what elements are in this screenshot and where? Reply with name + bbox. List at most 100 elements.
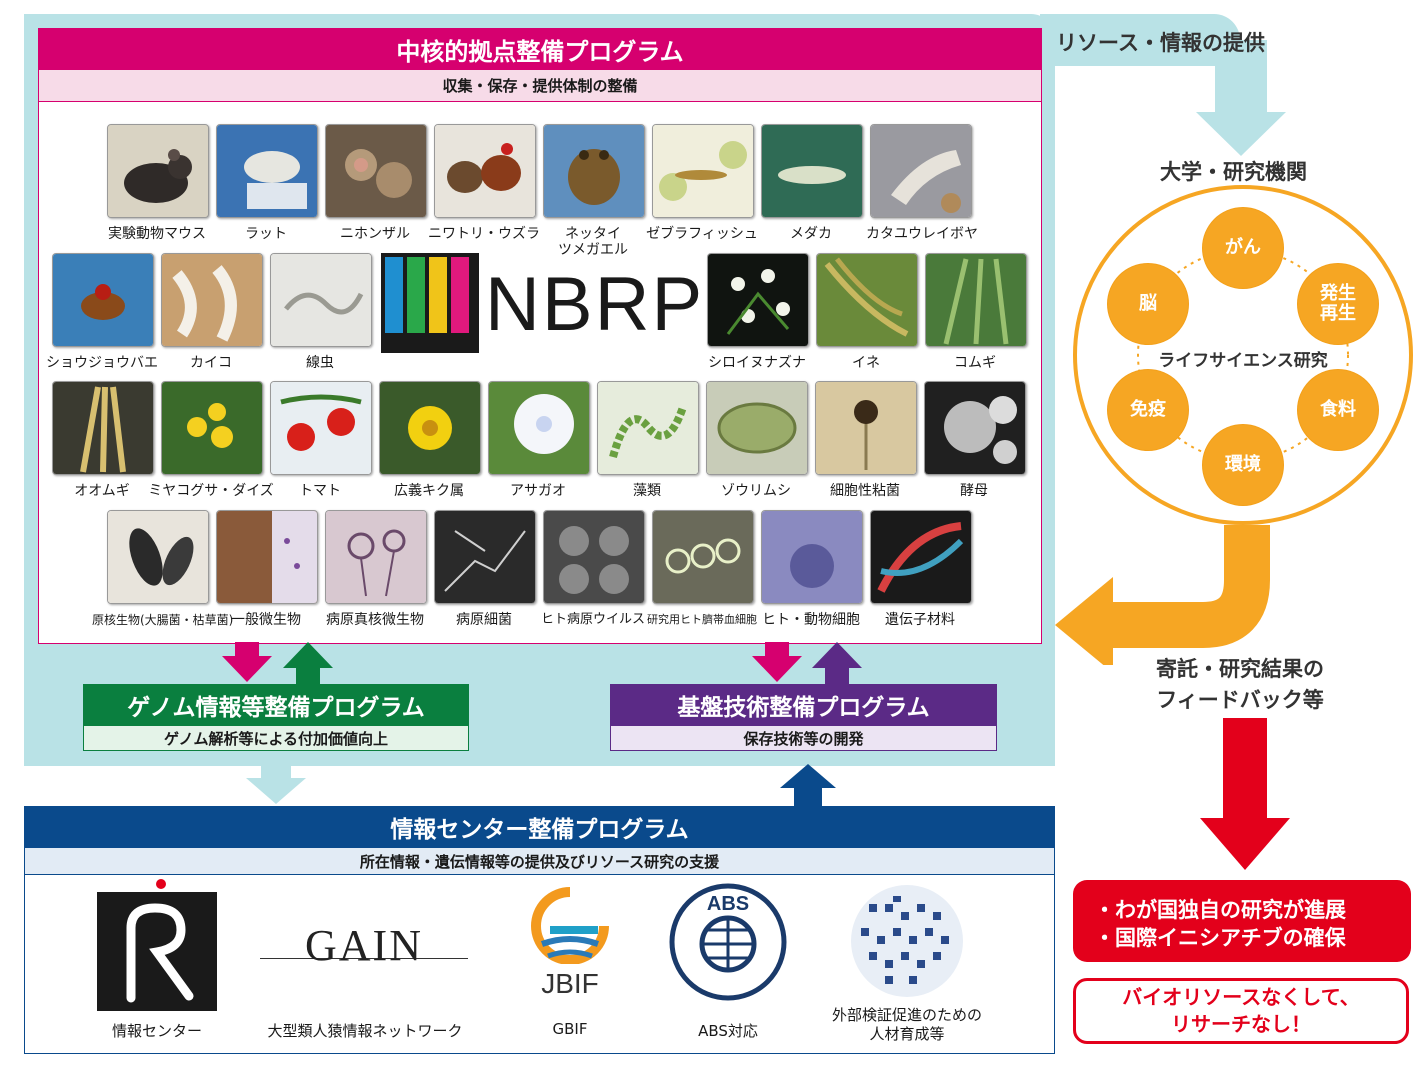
genome-program-title: ゲノム情報等整備プログラム [83, 684, 469, 726]
microbe-photo-icon [217, 511, 317, 603]
magenta-down-arrow [222, 642, 272, 682]
rat-photo-icon [217, 125, 317, 217]
nbrp-logo: NBRP [381, 253, 702, 353]
rice-photo-icon [817, 254, 917, 346]
pathogen-bacteria-photo-icon [435, 511, 535, 603]
organism-tile [761, 510, 863, 604]
jbif-logo: JBIF [520, 884, 620, 1009]
organism-label: アサガオ [510, 483, 566, 499]
organism-tile [434, 124, 536, 218]
organism-label: メダカ [790, 226, 832, 242]
cord-blood-photo-icon [653, 511, 753, 603]
organism-label: ネッタイ ツメガエル [558, 226, 628, 258]
info-center-r-icon [97, 879, 217, 1011]
green-up-arrow [283, 642, 333, 684]
organism-label: コムギ [954, 355, 996, 371]
organism-tile [216, 510, 318, 604]
abs-label: ABS対応 [698, 1022, 758, 1040]
organism-tile [379, 381, 481, 475]
organism-tile [652, 124, 754, 218]
organism-label: 酵母 [960, 483, 988, 499]
magenta-down-arrow [752, 642, 802, 682]
info-program-subtitle: 所在情報・遺伝情報等の提供及びリソース研究の支援 [25, 848, 1054, 875]
organism-tile [707, 253, 809, 347]
arabidopsis-photo-icon [708, 254, 808, 346]
organism-tile [815, 381, 917, 475]
organism-label: 病原真核微生物 [326, 612, 424, 628]
chicken-photo-icon [435, 125, 535, 217]
gain-wordmark: GAIN [305, 921, 423, 970]
organism-tile [434, 510, 536, 604]
info-center-label: 情報センター [111, 1022, 202, 1040]
organism-label: 細胞性粘菌 [830, 483, 900, 499]
jbif-emblem-icon [531, 887, 609, 965]
organism-tile [270, 381, 372, 475]
organism-label: 藻類 [633, 483, 661, 499]
frog-photo-icon [544, 125, 644, 217]
organism-tile [543, 124, 645, 218]
organism-tile [706, 381, 808, 475]
organism-label: ヒト・動物細胞 [762, 612, 860, 628]
abs-wordmark: ABS [707, 893, 749, 915]
macaque-photo-icon [326, 125, 426, 217]
feedback-label: 寄託・研究結果の フィードバック等 [1156, 657, 1324, 712]
core-program-subtitle: 収集・保存・提供体制の整備 [39, 70, 1041, 102]
organism-label: 遺伝子材料 [885, 612, 955, 628]
wheat-photo-icon [926, 254, 1026, 346]
organism-label: 病原細菌 [456, 612, 512, 628]
organism-tile [543, 510, 645, 604]
drosophila-photo-icon [53, 254, 153, 346]
red-down-arrow [1200, 718, 1290, 870]
organism-label: 研究用ヒト臍帯血細胞 [647, 613, 757, 626]
slime-mold-photo-icon [816, 382, 916, 474]
organism-label: 一般微生物 [231, 612, 301, 628]
jbif-wordmark: JBIF [541, 968, 599, 999]
organism-tile [816, 253, 918, 347]
slogan-box [1073, 978, 1409, 1044]
organism-tile [761, 124, 863, 218]
chrysanthemum-photo-icon [380, 382, 480, 474]
organism-label: ヒト病原ウイルス [540, 612, 645, 627]
organism-label: ショウジョウバエ [46, 355, 158, 371]
organism-label: ニワトリ・ウズラ [428, 226, 540, 242]
organism-tile [325, 124, 427, 218]
organism-label: ミヤコグサ・ダイズ [148, 483, 274, 499]
organism-label: カタユウレイボヤ [866, 226, 978, 242]
lotus-photo-icon [162, 382, 262, 474]
algae-photo-icon [598, 382, 698, 474]
life-science-center-label: ライフサイエンス研究 [1158, 351, 1328, 371]
core-program-title: 中核的拠点整備プログラム [38, 28, 1042, 70]
organism-label: ゾウリムシ [721, 483, 791, 499]
resource-arrow-band [1040, 14, 1240, 66]
qr-code-icon [847, 882, 967, 1000]
resource-label: リソース・情報の提供 [1056, 31, 1265, 55]
organism-label: シロイヌナズナ [708, 355, 806, 371]
nematode-photo-icon [271, 254, 371, 346]
organism-tile [107, 510, 209, 604]
node-connector-ring [1137, 249, 1349, 461]
abs-logo: ABS [668, 882, 788, 1002]
yeast-photo-icon [925, 382, 1025, 474]
tech-program-title: 基盤技術整備プログラム [610, 684, 997, 726]
navy-up-arrow [780, 764, 836, 806]
organism-label: ラット [245, 226, 287, 242]
result-line: ・国際イニシアチブの確保 [1094, 926, 1346, 950]
organism-tile [161, 381, 263, 475]
organism-label: 広義キク属 [394, 483, 464, 499]
info-center-logo [97, 878, 217, 1011]
university-label: 大学・研究機関 [1160, 160, 1307, 184]
organism-tile [488, 381, 590, 475]
organism-label: トマト [299, 483, 341, 499]
organism-tile [52, 253, 154, 347]
bacteria-photo-icon [108, 511, 208, 603]
organism-tile [597, 381, 699, 475]
organism-tile [161, 253, 263, 347]
organism-tile [216, 124, 318, 218]
virus-photo-icon [544, 511, 644, 603]
fungus-photo-icon [326, 511, 426, 603]
mouse-photo-icon [108, 125, 208, 217]
organism-label: ニホンザル [340, 226, 410, 242]
teal-down-arrow [246, 764, 306, 804]
organism-label: カイコ [190, 355, 232, 371]
ascidian-photo-icon [871, 125, 971, 217]
